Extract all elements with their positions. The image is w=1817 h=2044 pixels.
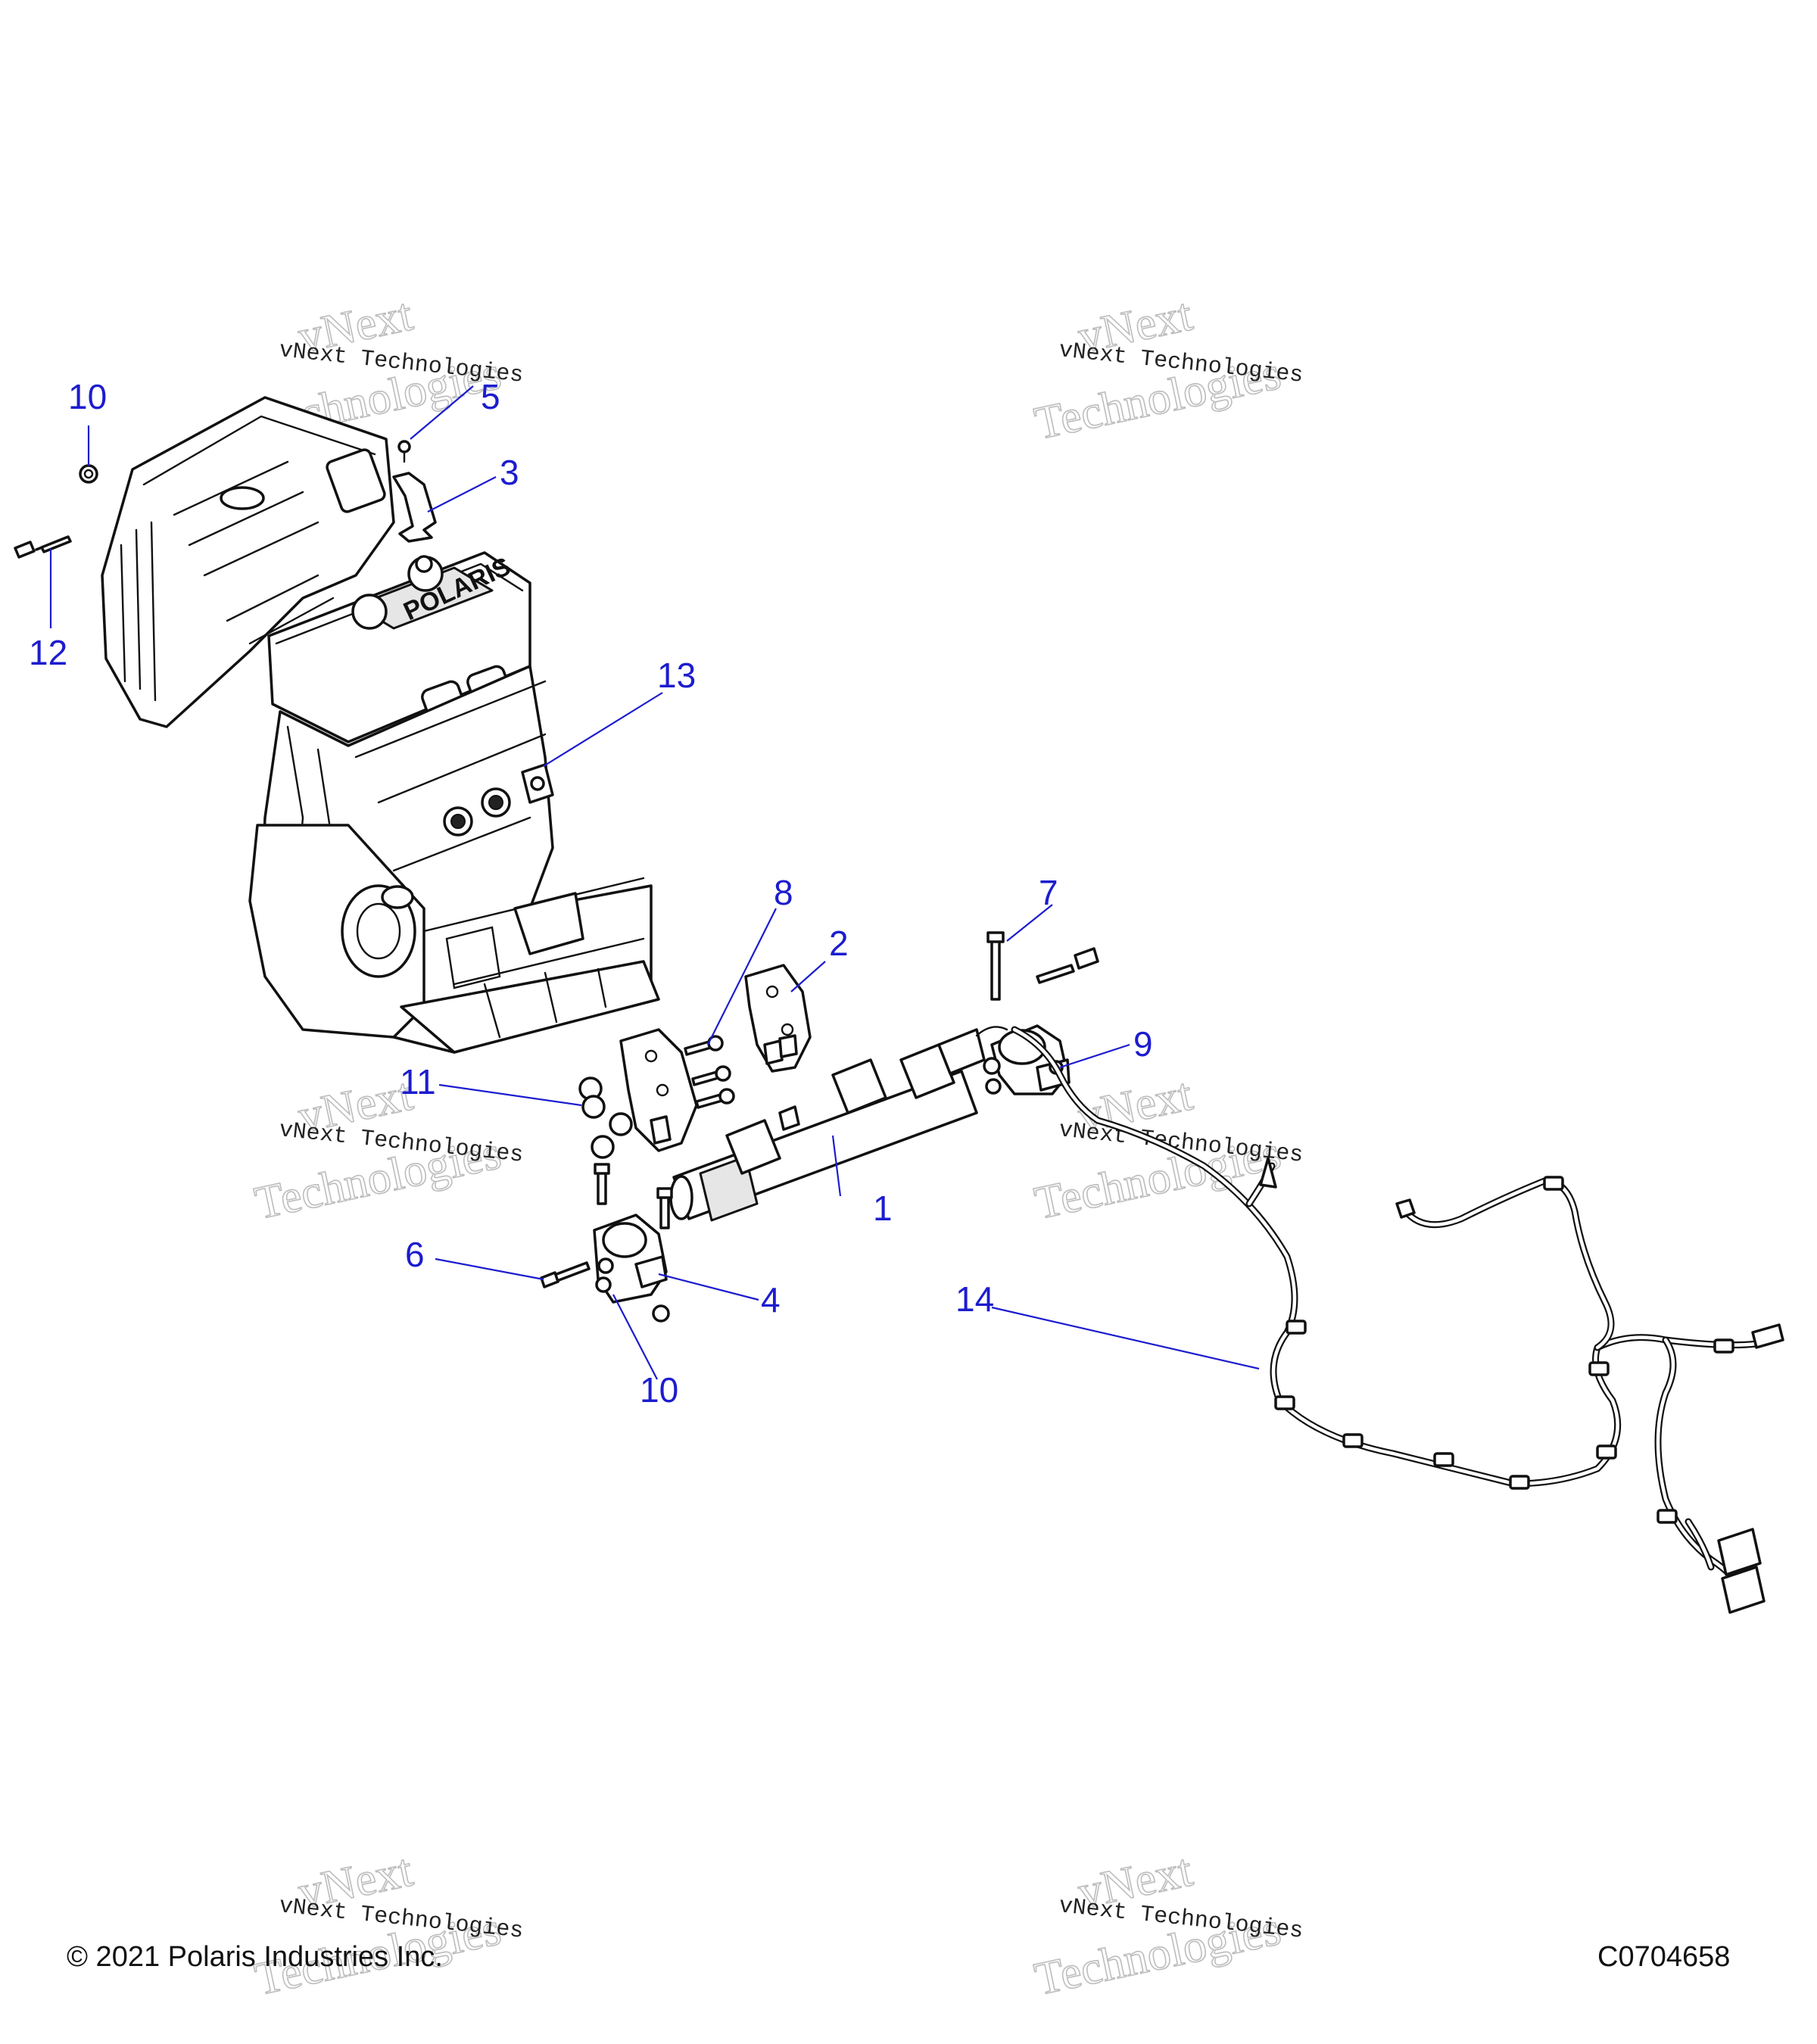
nut-10-top [79,464,98,484]
torque-tube [669,1026,1008,1222]
callout-14: 14 [955,1279,994,1319]
leader-11 [438,1083,582,1107]
drawing-number: C0704658 [1597,1941,1730,1973]
side-mount [983,931,1099,1095]
nuts-11 [578,1077,633,1159]
leader-14 [991,1306,1260,1370]
leader-1 [831,1135,842,1197]
leader-6 [435,1257,544,1281]
leader-10-bottom [612,1294,658,1380]
leader-8 [707,908,777,1045]
callout-labels: 1 2 3 4 5 6 7 8 9 10 10 11 12 13 14 [29,377,1153,1410]
bolts-8 [684,1035,735,1109]
callout-2: 2 [829,924,849,963]
callout-4: 4 [761,1280,781,1320]
transmission-housing [101,396,395,728]
leader-7 [1006,904,1053,942]
mount-plate-left [619,1028,698,1152]
leader-9 [1059,1043,1130,1069]
callout-12: 12 [29,633,67,672]
crankcase [248,824,425,1039]
leader-3 [427,476,497,513]
callout-8: 8 [774,873,793,912]
leader-2 [790,961,826,992]
callout-10-bottom: 10 [640,1370,678,1410]
callout-11: 11 [400,1062,436,1101]
studs-rear-mount [594,1163,673,1229]
bracket-3 [392,440,437,543]
callout-6: 6 [405,1235,425,1274]
bolt-6 [540,1261,591,1288]
leader-13 [543,692,663,767]
mount-plate-right [744,964,812,1073]
leader-4 [658,1273,759,1301]
callout-10-top: 10 [68,377,107,416]
rear-mount-4 [593,1214,668,1304]
callout-13: 13 [657,656,696,695]
leader-lines [49,385,1260,1380]
bolt-12 [14,535,72,559]
copyright-text: © 2021 Polaris Industries Inc. [67,1941,443,1973]
callout-1: 1 [873,1189,893,1228]
callout-7: 7 [1039,873,1058,912]
callout-3: 3 [500,453,519,492]
nuts-10-bottom [595,1257,670,1323]
callout-5: 5 [481,377,500,416]
leader-5 [410,385,474,440]
callout-9: 9 [1133,1024,1153,1064]
engine-assembly: POLARIS [101,396,660,1054]
wiring-harness [1011,1026,1784,1614]
